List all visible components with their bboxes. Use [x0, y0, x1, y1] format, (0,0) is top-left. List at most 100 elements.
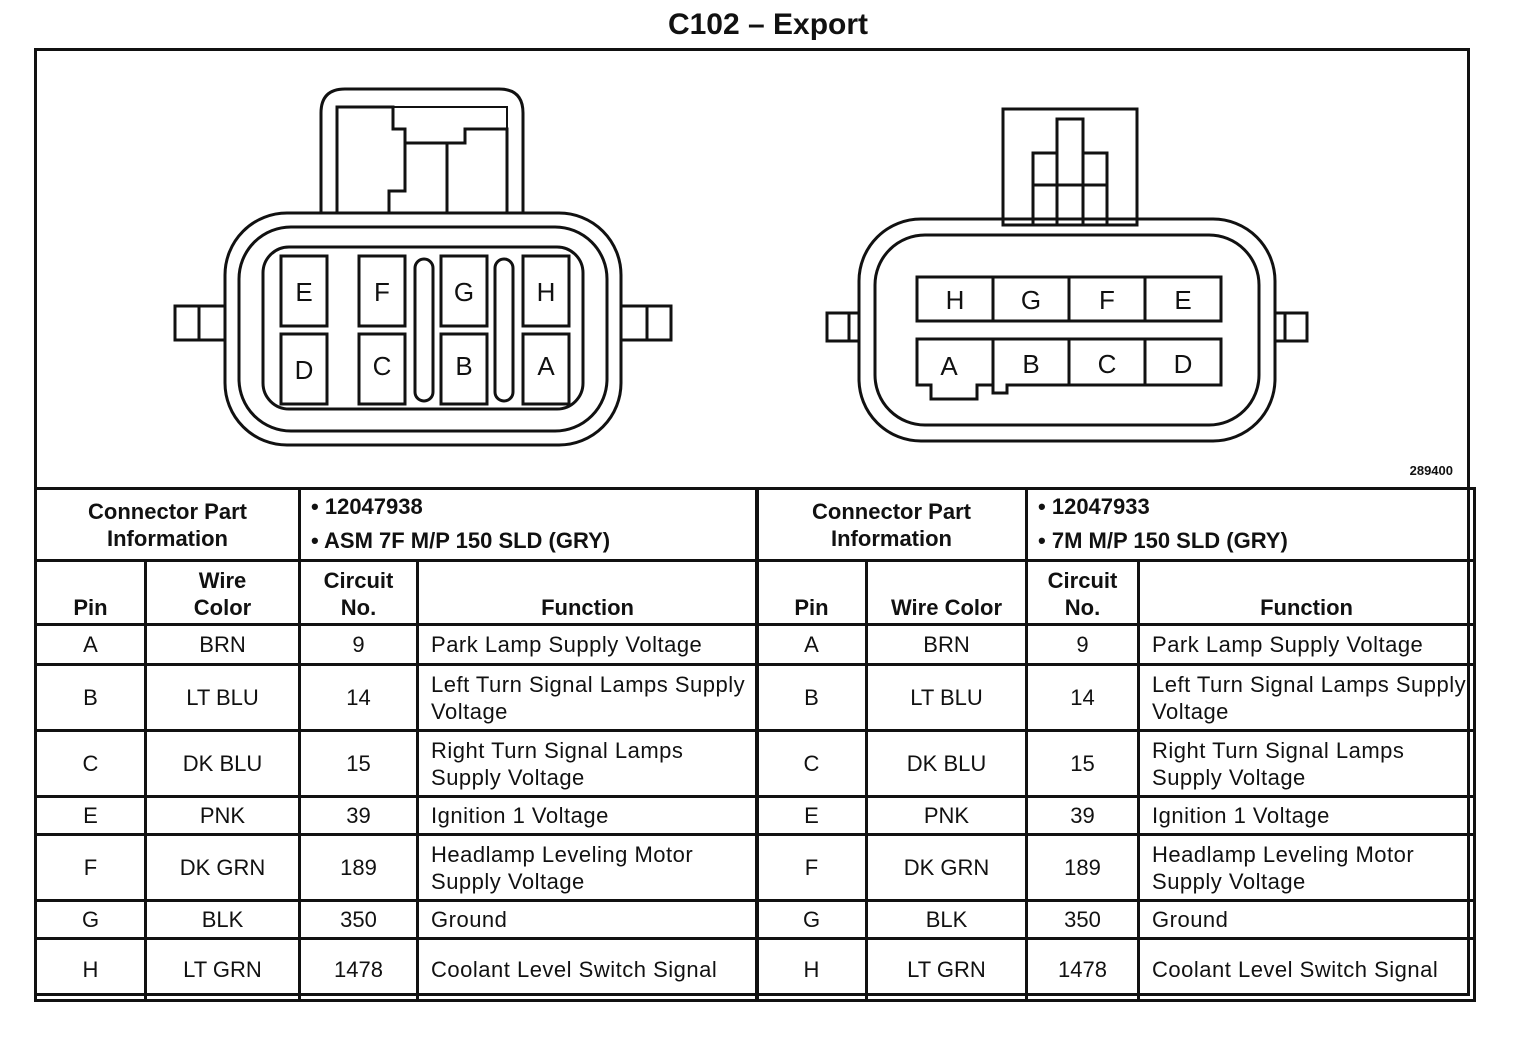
color-cell: DK BLU — [143, 729, 302, 798]
circuit-cell: 15 — [1025, 729, 1141, 798]
right-connector-face — [825, 107, 1309, 443]
circuit-cell: 39 — [298, 795, 420, 836]
part-info-label-line: Connector Part — [88, 498, 247, 524]
pin-cell: G — [34, 899, 147, 940]
part-info-label: Connector Part Information — [33, 487, 302, 562]
table-row: B LT BLU 14 Left Turn Signal Lamps Suppl… — [34, 663, 760, 732]
function-cell: Park Lamp Supply Voltage — [416, 623, 760, 666]
function-header: Function — [1137, 559, 1477, 626]
pin-cell: E — [755, 795, 868, 836]
part-description: ASM 7F M/P 150 SLD (GRY) — [311, 524, 756, 558]
circuit-cell: 1478 — [298, 937, 420, 1002]
pin-cell: B — [755, 663, 868, 732]
function-cell: Coolant Level Switch Signal — [416, 937, 760, 1002]
left-pin-label: A — [537, 351, 555, 381]
pin-cell: G — [755, 899, 868, 940]
circuit-header: Circuit No. — [1025, 559, 1141, 626]
part-info-row: Connector Part Information 12047938 ASM … — [33, 487, 760, 562]
function-cell: Ignition 1 Voltage — [416, 795, 760, 836]
diagram-frame: E F G H D C B A — [33, 48, 1477, 1002]
part-info-label-line: Connector Part — [812, 498, 971, 524]
table-row: H LT GRN 1478 Coolant Level Switch Signa… — [34, 937, 760, 1002]
color-cell: BLK — [864, 899, 1029, 940]
part-info-values: 12047933 7M M/P 150 SLD (GRY) — [1025, 487, 1477, 562]
function-cell: Headlamp Leveling Motor Supply Voltage — [1137, 833, 1477, 902]
left-pinout-table: Connector Part Information 12047938 ASM … — [33, 487, 760, 1002]
color-cell: DK GRN — [143, 833, 302, 902]
figure-code: 289400 — [1409, 463, 1453, 478]
part-info-label-line: Information — [831, 525, 952, 551]
circuit-header: Circuit No. — [298, 559, 420, 626]
part-number: 12047933 — [1038, 490, 1473, 524]
pin-cell: F — [34, 833, 147, 902]
part-description: 7M M/P 150 SLD (GRY) — [1038, 524, 1473, 558]
table-row: B LT BLU 14 Left Turn Signal Lamps Suppl… — [755, 663, 1477, 732]
header-line: No. — [340, 595, 377, 620]
table-row: A BRN 9 Park Lamp Supply Voltage — [755, 623, 1477, 666]
left-pin-label: C — [373, 351, 392, 381]
color-cell: PNK — [864, 795, 1029, 836]
color-cell: LT GRN — [864, 937, 1029, 1002]
color-cell: PNK — [143, 795, 302, 836]
table-row: G BLK 350 Ground — [755, 899, 1477, 940]
header-line: Circuit — [323, 568, 394, 593]
left-pin-label: B — [455, 351, 472, 381]
pin-cell: F — [755, 833, 868, 902]
right-pin-label: C — [1098, 349, 1117, 379]
table-row: F DK GRN 189 Headlamp Leveling Motor Sup… — [34, 833, 760, 902]
function-cell: Right Turn Signal Lamps Supply Voltage — [1137, 729, 1477, 798]
color-cell: BRN — [143, 623, 302, 666]
table-row: A BRN 9 Park Lamp Supply Voltage — [34, 623, 760, 666]
table-row: G BLK 350 Ground — [34, 899, 760, 940]
right-pin-label: D — [1174, 349, 1193, 379]
part-info-label-line: Information — [107, 525, 228, 551]
pin-header: Pin — [34, 559, 147, 626]
pin-cell: A — [755, 623, 868, 666]
right-pin-label: F — [1099, 285, 1115, 315]
part-info-label: Connector Part Information — [754, 487, 1029, 562]
left-pin-label: F — [374, 277, 390, 307]
right-pin-label: G — [1021, 285, 1041, 315]
wire-color-header: Wire Color — [864, 559, 1029, 626]
header-line: Circuit — [1047, 568, 1118, 593]
circuit-cell: 15 — [298, 729, 420, 798]
pin-cell: E — [34, 795, 147, 836]
color-cell: DK BLU — [864, 729, 1029, 798]
right-pin-label: H — [946, 285, 965, 315]
header-line: No. — [1064, 595, 1101, 620]
left-pin-label: H — [537, 277, 556, 307]
pin-cell: B — [34, 663, 147, 732]
right-pin-label: A — [940, 351, 958, 381]
circuit-cell: 39 — [1025, 795, 1141, 836]
function-cell: Left Turn Signal Lamps Supply Voltage — [1137, 663, 1477, 732]
color-cell: LT GRN — [143, 937, 302, 1002]
circuit-cell: 189 — [1025, 833, 1141, 902]
function-cell: Headlamp Leveling Motor Supply Voltage — [416, 833, 760, 902]
table-row: H LT GRN 1478 Coolant Level Switch Signa… — [755, 937, 1477, 1002]
function-cell: Left Turn Signal Lamps Supply Voltage — [416, 663, 760, 732]
column-header-row: Pin Wire Color Circuit No. Function — [755, 559, 1477, 626]
part-info-values: 12047938 ASM 7F M/P 150 SLD (GRY) — [298, 487, 760, 562]
function-header: Function — [416, 559, 760, 626]
table-row: E PNK 39 Ignition 1 Voltage — [34, 795, 760, 836]
circuit-cell: 1478 — [1025, 937, 1141, 1002]
right-pin-label: E — [1174, 285, 1191, 315]
circuit-cell: 189 — [298, 833, 420, 902]
function-cell: Coolant Level Switch Signal — [1137, 937, 1477, 1002]
table-row: C DK BLU 15 Right Turn Signal Lamps Supp… — [34, 729, 760, 798]
page-title: C102 – Export — [667, 8, 869, 41]
function-cell: Right Turn Signal Lamps Supply Voltage — [416, 729, 760, 798]
color-cell: DK GRN — [864, 833, 1029, 902]
left-pin-label: G — [454, 277, 474, 307]
part-info-row: Connector Part Information 12047933 7M M… — [754, 487, 1477, 562]
pin-cell: H — [34, 937, 147, 1002]
right-pinout-table: Connector Part Information 12047933 7M M… — [754, 487, 1477, 1002]
pin-header: Pin — [755, 559, 868, 626]
color-cell: LT BLU — [864, 663, 1029, 732]
function-cell: Ground — [416, 899, 760, 940]
table-row: C DK BLU 15 Right Turn Signal Lamps Supp… — [755, 729, 1477, 798]
pin-cell: C — [755, 729, 868, 798]
table-row: F DK GRN 189 Headlamp Leveling Motor Sup… — [755, 833, 1477, 902]
pin-cell: A — [34, 623, 147, 666]
left-pin-label: D — [295, 355, 314, 385]
